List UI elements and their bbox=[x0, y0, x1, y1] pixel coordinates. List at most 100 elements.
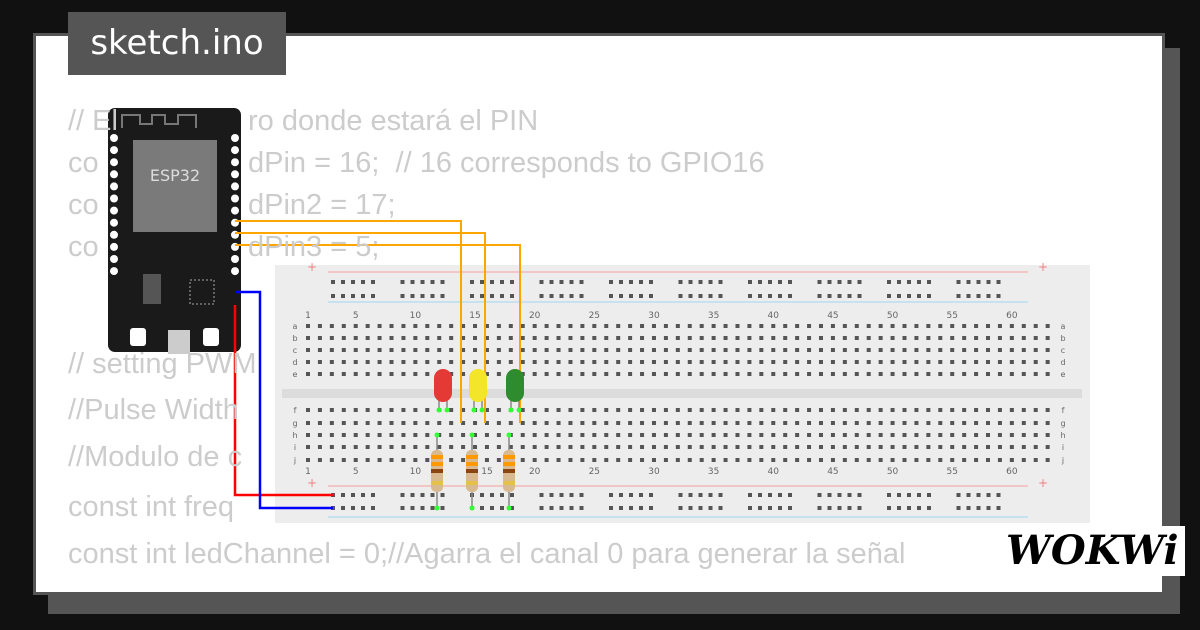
breadboard-hole[interactable] bbox=[783, 348, 788, 352]
rail-hole[interactable] bbox=[549, 280, 554, 284]
breadboard-hole[interactable] bbox=[1033, 324, 1038, 328]
rail-hole[interactable] bbox=[490, 506, 494, 510]
breadboard-hole[interactable] bbox=[508, 348, 513, 352]
rail-hole[interactable] bbox=[688, 280, 693, 284]
breadboard-hole[interactable] bbox=[377, 336, 382, 340]
breadboard-hole[interactable] bbox=[687, 348, 692, 352]
breadboard-hole[interactable] bbox=[938, 458, 943, 462]
breadboard-hole[interactable] bbox=[461, 445, 466, 449]
breadboard-hole[interactable] bbox=[1021, 433, 1026, 437]
rail-hole[interactable] bbox=[639, 294, 643, 298]
breadboard-hole[interactable] bbox=[365, 372, 370, 376]
breadboard-hole[interactable] bbox=[1009, 458, 1014, 462]
breadboard-hole[interactable] bbox=[771, 408, 776, 412]
esp32-pin[interactable] bbox=[231, 170, 239, 179]
rail-hole[interactable] bbox=[986, 294, 991, 298]
breadboard-hole[interactable] bbox=[771, 433, 776, 437]
breadboard-hole[interactable] bbox=[532, 421, 537, 425]
breadboard-hole[interactable] bbox=[365, 324, 370, 328]
rail-hole[interactable] bbox=[966, 506, 971, 510]
breadboard-hole[interactable] bbox=[938, 336, 943, 340]
rail-hole[interactable] bbox=[619, 294, 623, 298]
breadboard-hole[interactable] bbox=[556, 324, 561, 328]
rail-hole[interactable] bbox=[817, 294, 822, 298]
rail-hole[interactable] bbox=[341, 506, 345, 510]
rail-hole[interactable] bbox=[341, 294, 345, 298]
rail-hole[interactable] bbox=[897, 294, 901, 298]
breadboard-hole[interactable] bbox=[759, 421, 764, 425]
breadboard-hole[interactable] bbox=[651, 372, 656, 376]
breadboard-hole[interactable] bbox=[687, 360, 692, 364]
breadboard-hole[interactable] bbox=[616, 445, 621, 449]
rail-hole[interactable] bbox=[917, 493, 921, 497]
breadboard-hole[interactable] bbox=[759, 324, 764, 328]
breadboard-hole[interactable] bbox=[866, 336, 871, 340]
breadboard-hole[interactable] bbox=[640, 336, 645, 340]
breadboard-hole[interactable] bbox=[830, 408, 835, 412]
rail-hole[interactable] bbox=[371, 493, 375, 497]
breadboard-hole[interactable] bbox=[771, 458, 776, 462]
breadboard-hole[interactable] bbox=[389, 372, 394, 376]
rail-hole[interactable] bbox=[827, 493, 832, 497]
breadboard-hole[interactable] bbox=[628, 408, 633, 412]
breadboard-hole[interactable] bbox=[449, 360, 454, 364]
breadboard-hole[interactable] bbox=[759, 445, 764, 449]
breadboard-hole[interactable] bbox=[484, 458, 489, 462]
breadboard-hole[interactable] bbox=[341, 360, 346, 364]
breadboard-hole[interactable] bbox=[974, 336, 979, 340]
breadboard-hole[interactable] bbox=[437, 445, 442, 449]
breadboard-hole[interactable] bbox=[950, 360, 955, 364]
breadboard-hole[interactable] bbox=[723, 360, 728, 364]
breadboard-hole[interactable] bbox=[962, 324, 967, 328]
breadboard-hole[interactable] bbox=[986, 433, 991, 437]
breadboard-hole[interactable] bbox=[663, 336, 668, 340]
esp32-pin[interactable] bbox=[110, 230, 118, 239]
breadboard-hole[interactable] bbox=[604, 360, 609, 364]
breadboard-hole[interactable] bbox=[1045, 433, 1050, 437]
breadboard-hole[interactable] bbox=[461, 421, 466, 425]
breadboard-hole[interactable] bbox=[675, 324, 680, 328]
file-tab[interactable]: sketch.ino bbox=[68, 12, 286, 75]
breadboard-hole[interactable] bbox=[902, 360, 907, 364]
breadboard-hole[interactable] bbox=[628, 372, 633, 376]
breadboard-hole[interactable] bbox=[914, 372, 919, 376]
breadboard-hole[interactable] bbox=[1045, 360, 1050, 364]
rail-hole[interactable] bbox=[440, 493, 445, 497]
breadboard-hole[interactable] bbox=[890, 360, 895, 364]
esp32-pin[interactable] bbox=[110, 170, 118, 179]
breadboard-hole[interactable] bbox=[938, 421, 943, 425]
breadboard-hole[interactable] bbox=[771, 348, 776, 352]
breadboard-hole[interactable] bbox=[580, 421, 585, 425]
breadboard-hole[interactable] bbox=[902, 433, 907, 437]
breadboard-hole[interactable] bbox=[735, 372, 740, 376]
signal-wire[interactable] bbox=[235, 232, 486, 423]
breadboard-hole[interactable] bbox=[628, 421, 633, 425]
breadboard-hole[interactable] bbox=[520, 324, 525, 328]
rail-hole[interactable] bbox=[678, 280, 683, 284]
breadboard-hole[interactable] bbox=[890, 445, 895, 449]
breadboard-hole[interactable] bbox=[735, 458, 740, 462]
rail-hole[interactable] bbox=[778, 506, 782, 510]
breadboard-hole[interactable] bbox=[878, 336, 883, 340]
breadboard-hole[interactable] bbox=[878, 360, 883, 364]
breadboard-hole[interactable] bbox=[663, 360, 668, 364]
breadboard-hole[interactable] bbox=[854, 458, 859, 462]
breadboard-hole[interactable] bbox=[496, 372, 501, 376]
breadboard-hole[interactable] bbox=[866, 408, 871, 412]
breadboard-hole[interactable] bbox=[711, 433, 716, 437]
breadboard-hole[interactable] bbox=[306, 336, 310, 340]
breadboard-hole[interactable] bbox=[902, 421, 907, 425]
rail-hole[interactable] bbox=[569, 506, 574, 510]
breadboard-hole[interactable] bbox=[1033, 372, 1038, 376]
rail-hole[interactable] bbox=[609, 493, 613, 497]
breadboard-hole[interactable] bbox=[461, 433, 466, 437]
rail-hole[interactable] bbox=[500, 280, 504, 284]
breadboard-hole[interactable] bbox=[580, 360, 585, 364]
rail-hole[interactable] bbox=[400, 280, 405, 284]
breadboard-hole[interactable] bbox=[616, 433, 621, 437]
breadboard-hole[interactable] bbox=[437, 421, 442, 425]
breadboard-hole[interactable] bbox=[604, 372, 609, 376]
rail-hole[interactable] bbox=[917, 280, 921, 284]
breadboard-hole[interactable] bbox=[544, 408, 549, 412]
breadboard-hole[interactable] bbox=[389, 433, 394, 437]
